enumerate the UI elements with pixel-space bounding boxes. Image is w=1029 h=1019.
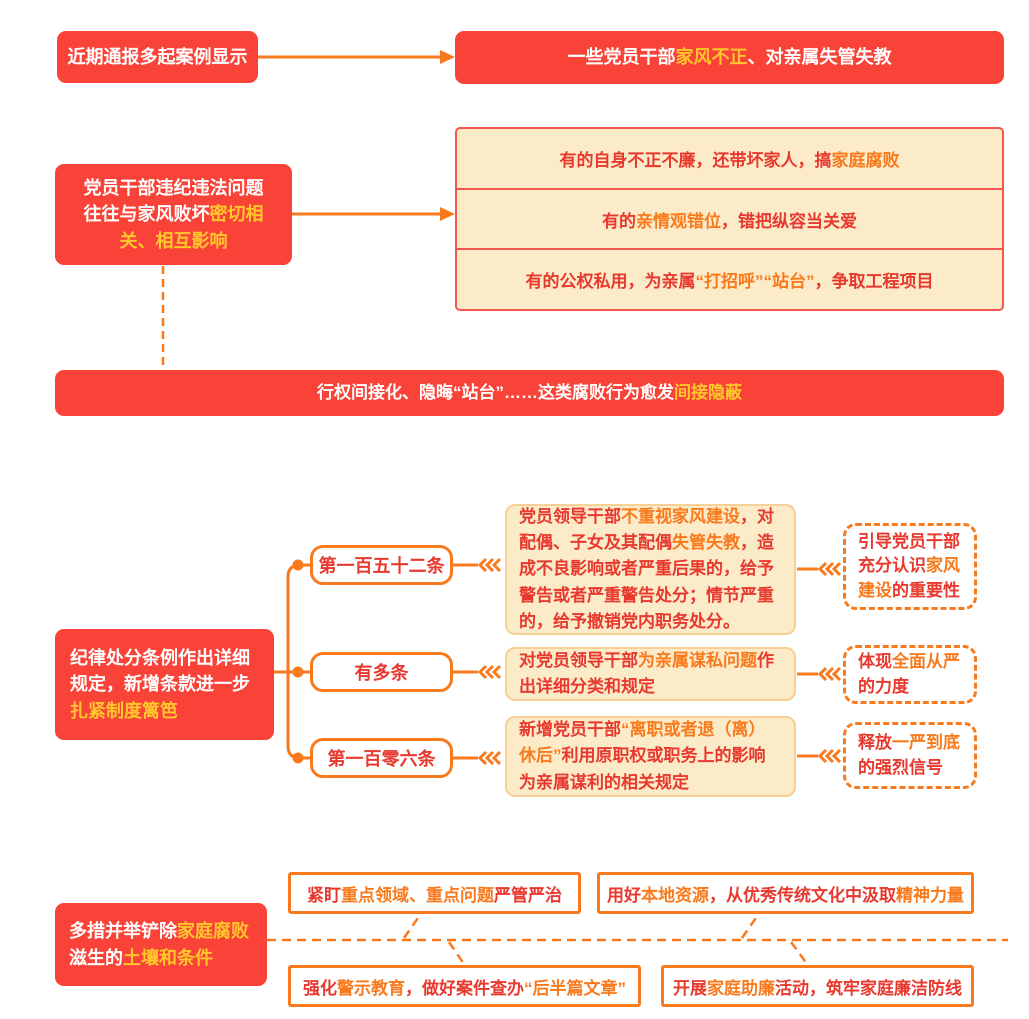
measure-box: 开展家庭助廉活动，筑牢家庭廉洁防线: [661, 965, 974, 1007]
article-detail-box: 新增党员干部“离职或者退（离）休后”利用原职权或职务上的影响为亲属谋利的相关规定: [505, 716, 796, 797]
case-report-source-box: 近期通报多起案例显示: [57, 31, 258, 83]
measure-box: 用好本地资源，从优秀传统文化中汲取精神力量: [597, 872, 974, 914]
trend-banner: 行权间接化、隐晦“站台”……这类腐败行为愈发间接隐蔽: [55, 370, 1004, 416]
measure-box: 强化警示教育，做好案件查办“后半篇文章”: [288, 965, 641, 1007]
manifestation-table: 有的自身不正不廉，还带坏家人，搞家庭腐败 有的亲情观错位，错把纵容当关爱 有的公…: [455, 127, 1004, 311]
branch-dots: [292, 559, 304, 764]
triple-chevron-icon: [797, 561, 842, 577]
measure-box: 紧盯重点领域、重点问题严管严治: [288, 872, 581, 914]
triple-chevron-icon: [797, 666, 842, 682]
triple-chevron-icon: [797, 748, 842, 764]
arrow-right-icon: [292, 207, 455, 221]
triple-chevron-icon: [453, 664, 502, 680]
triple-chevron-icon: [453, 750, 502, 766]
article-label-box: 第一百五十二条: [310, 545, 453, 585]
regulation-source-box: 纪律处分条例作出详细规定，新增条款进一步扎紧制度篱笆: [55, 629, 274, 740]
triple-chevron-icon: [453, 557, 502, 573]
article-detail-box: 党员领导干部不重视家风建设，对配偶、子女及其配偶失管失教，造成不良影响或者严重后…: [505, 504, 796, 635]
arrow-right-icon: [258, 50, 455, 64]
article-takeaway-box: 体现全面从严的力度: [843, 645, 977, 704]
dashed-connector: [267, 914, 1008, 965]
manifestation-row: 有的亲情观错位，错把纵容当关爱: [457, 187, 1002, 249]
branch-bracket: [274, 563, 310, 760]
article-label-box: 第一百零六条: [310, 738, 453, 778]
problem-source-box: 党员干部违纪违法问题往往与家风败坏密切相关、相互影响: [55, 164, 292, 265]
article-detail-box: 对党员领导干部为亲属谋私问题作出详细分类和规定: [505, 647, 796, 701]
article-label-box: 有多条: [310, 652, 453, 692]
measures-source-box: 多措并举铲除家庭腐败滋生的土壤和条件: [55, 903, 267, 986]
manifestation-row: 有的公权私用，为亲属“打招呼”“站台”，争取工程项目: [457, 248, 1002, 309]
case-report-result-box: 一些党员干部家风不正、对亲属失管失教: [455, 31, 1004, 84]
article-takeaway-box: 引导党员干部充分认识家风建设的重要性: [843, 523, 977, 610]
manifestation-row: 有的自身不正不廉，还带坏家人，搞家庭腐败: [559, 150, 900, 170]
article-takeaway-box: 释放一严到底的强烈信号: [843, 722, 977, 789]
